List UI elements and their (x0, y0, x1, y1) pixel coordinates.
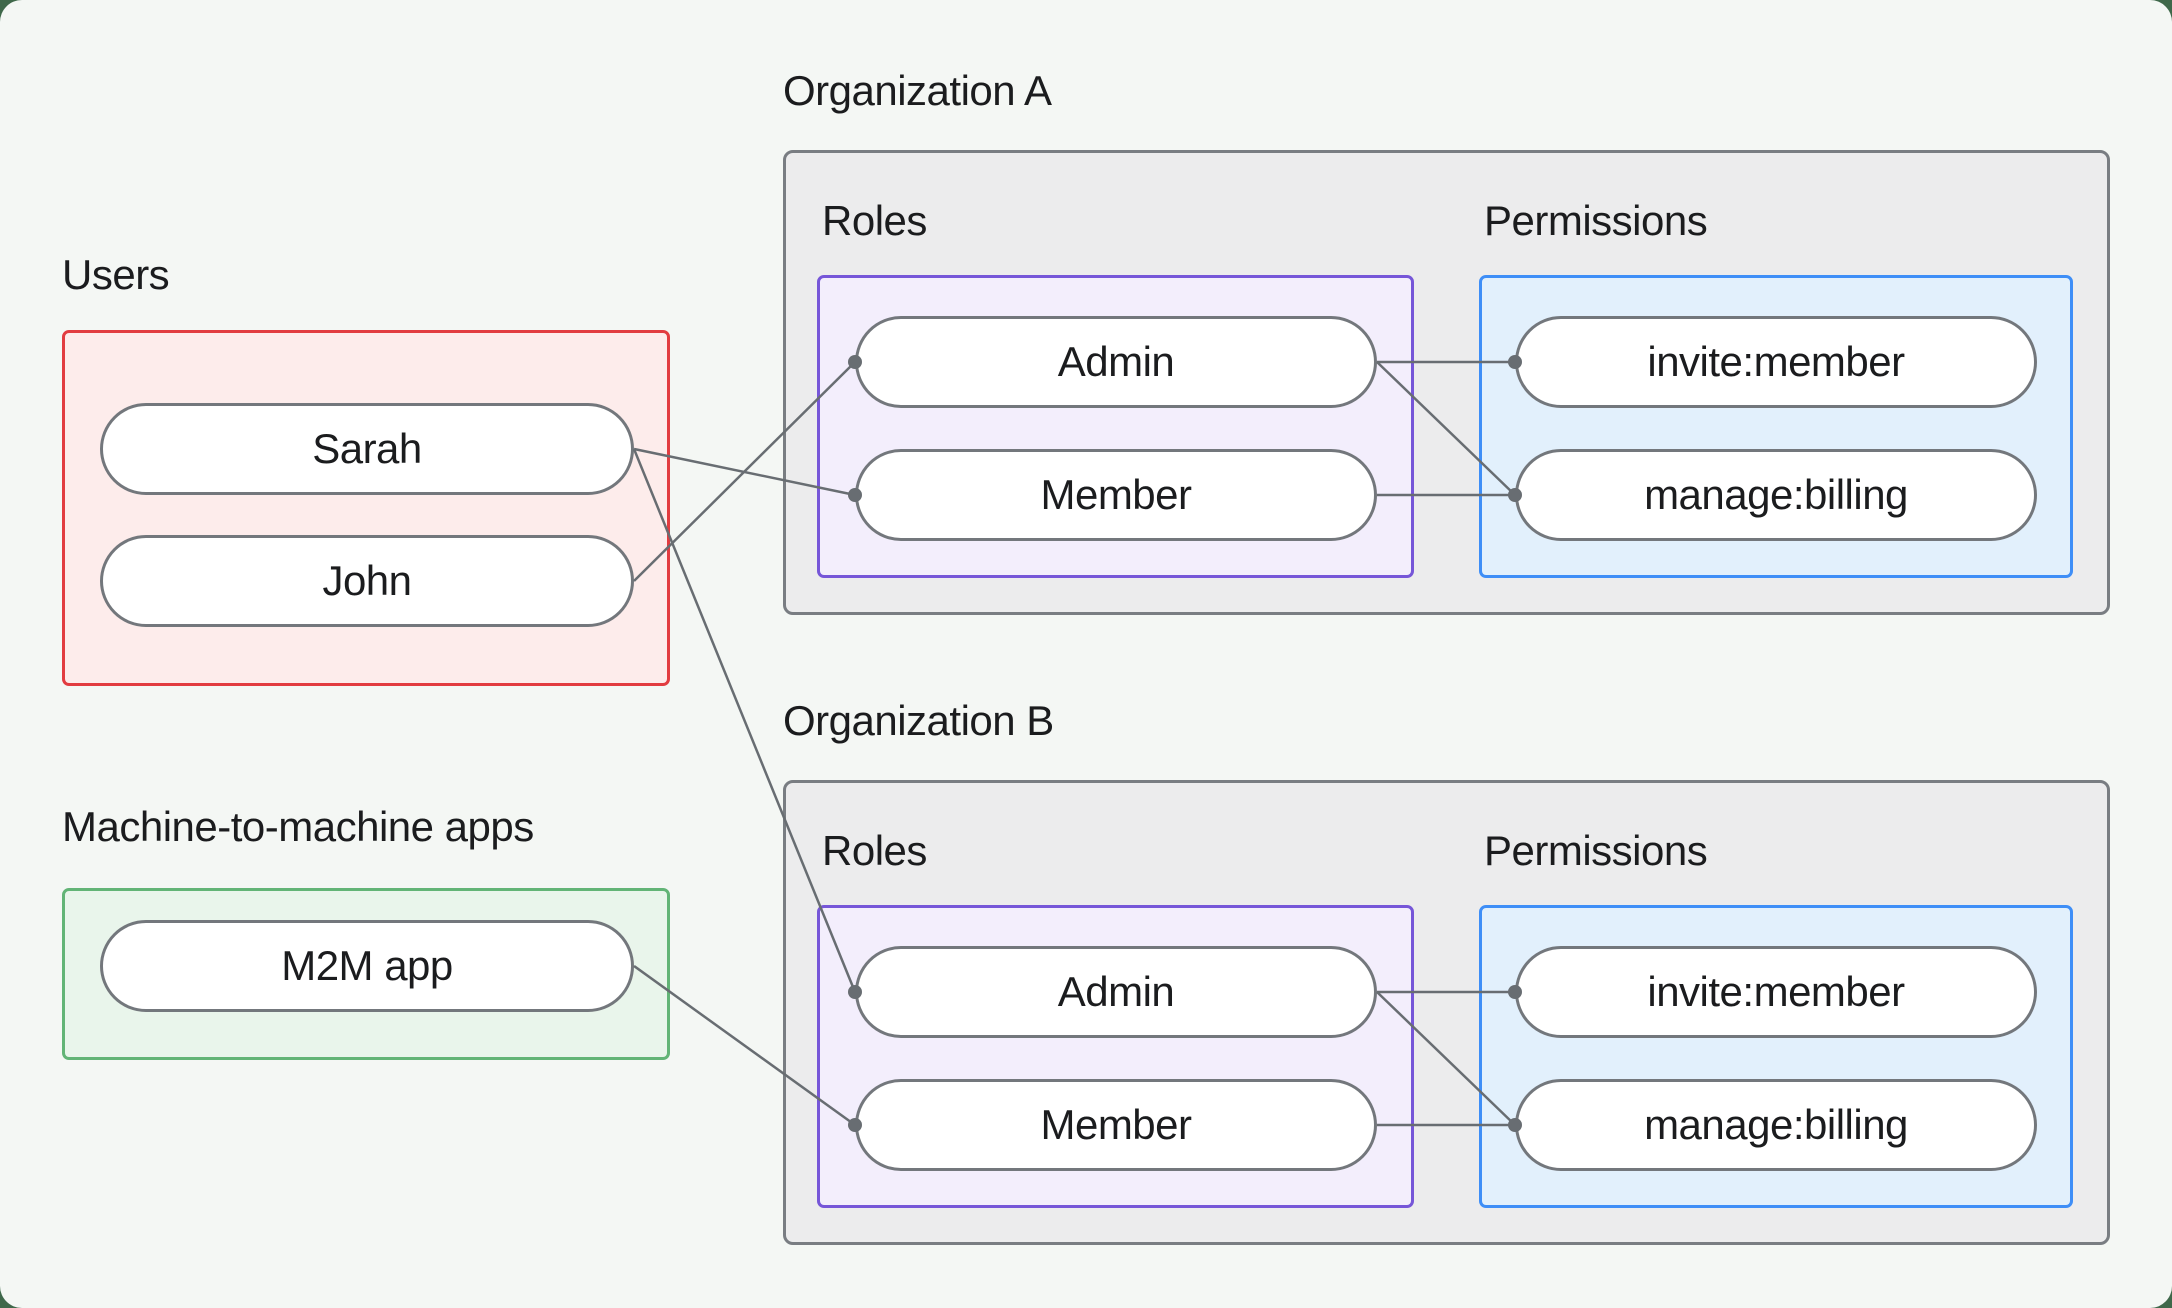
org-b-title: Organization B (783, 697, 1054, 744)
org-a-roles-label: Roles (822, 197, 927, 244)
org-a-permission-manage-billing: manage:billing (1515, 449, 2037, 541)
org-b-permission-manage-billing: manage:billing (1515, 1079, 2037, 1171)
org-a-role-member: Member (855, 449, 1377, 541)
org-a-permission-invite-member: invite:member (1515, 316, 2037, 408)
user-node-john: John (100, 535, 634, 627)
org-b-permission-invite-member: invite:member (1515, 946, 2037, 1038)
org-a-title: Organization A (783, 67, 1052, 114)
user-node-sarah: Sarah (100, 403, 634, 495)
org-a-permissions-label: Permissions (1484, 197, 1708, 244)
org-b-role-admin: Admin (855, 946, 1377, 1038)
org-a-role-admin: Admin (855, 316, 1377, 408)
users-group-box (62, 330, 670, 686)
m2m-node-app: M2M app (100, 920, 634, 1012)
m2m-group-label: Machine-to-machine apps (62, 803, 534, 850)
users-group-label: Users (62, 251, 170, 298)
org-b-roles-label: Roles (822, 827, 927, 874)
org-b-role-member: Member (855, 1079, 1377, 1171)
org-b-permissions-label: Permissions (1484, 827, 1708, 874)
